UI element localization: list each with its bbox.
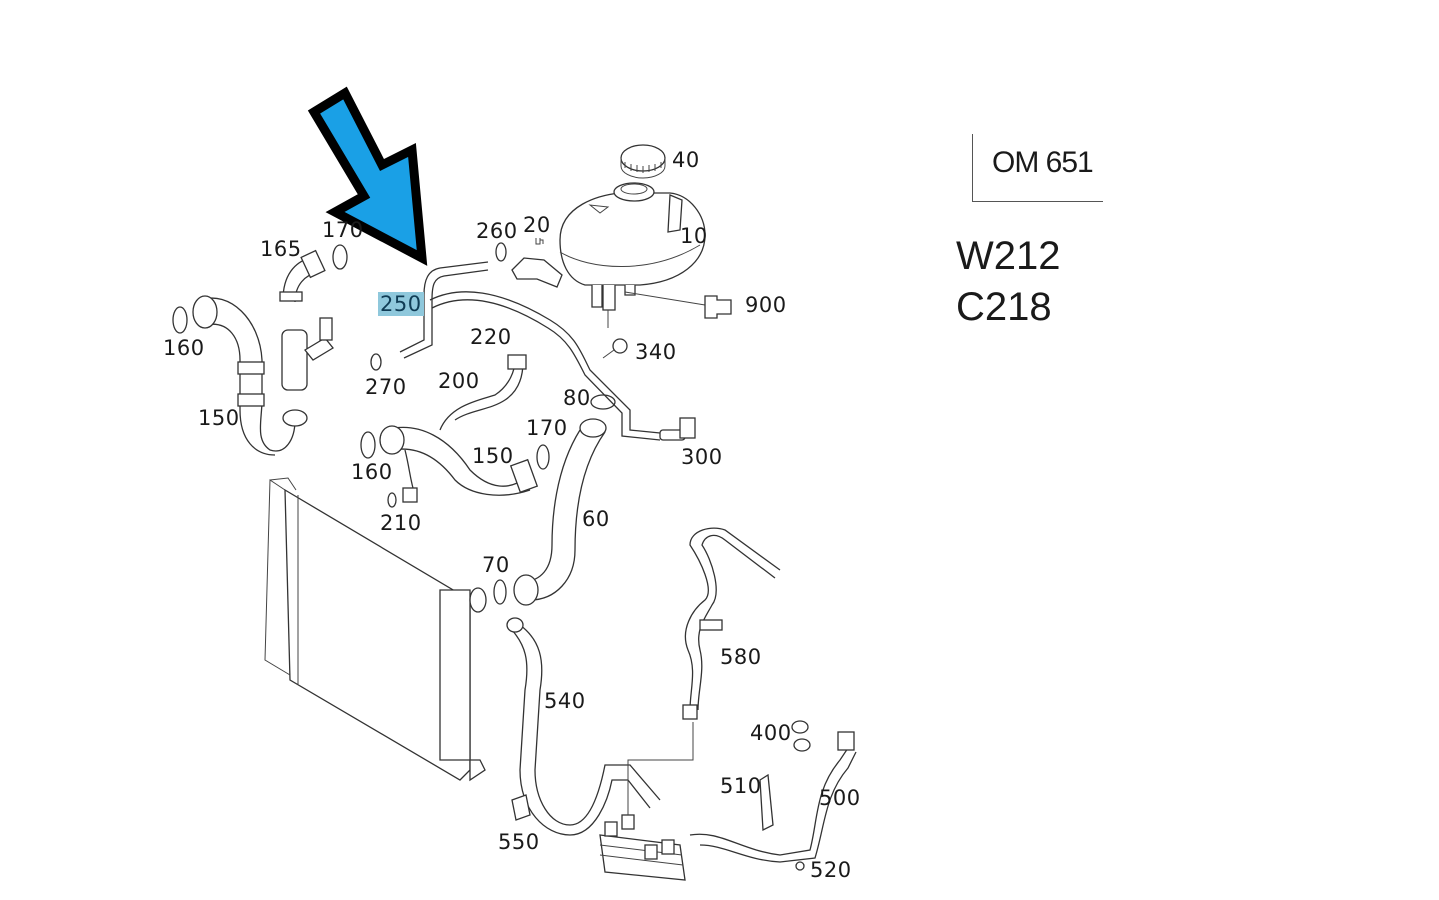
callout-150-left[interactable]: 150 bbox=[198, 406, 240, 430]
callout-40[interactable]: 40 bbox=[672, 148, 700, 172]
part-cap-40 bbox=[620, 144, 666, 179]
pointer-arrow-icon bbox=[307, 86, 428, 266]
callout-170-mid[interactable]: 170 bbox=[526, 416, 568, 440]
callout-580[interactable]: 580 bbox=[720, 645, 762, 669]
callout-70[interactable]: 70 bbox=[482, 553, 510, 577]
callout-340[interactable]: 340 bbox=[635, 340, 677, 364]
callout-10[interactable]: 10 bbox=[680, 224, 708, 248]
part-hose-250 bbox=[399, 261, 696, 441]
callout-60[interactable]: 60 bbox=[582, 507, 610, 531]
callout-80[interactable]: 80 bbox=[563, 386, 591, 410]
callout-540[interactable]: 540 bbox=[544, 689, 586, 713]
part-hose-540 bbox=[506, 617, 661, 836]
callout-270[interactable]: 270 bbox=[365, 375, 407, 399]
part-radiator bbox=[264, 477, 487, 782]
callout-160-mid[interactable]: 160 bbox=[351, 460, 393, 484]
callout-550[interactable]: 550 bbox=[498, 830, 540, 854]
callout-210[interactable]: 210 bbox=[380, 511, 422, 535]
part-hose-500 bbox=[511, 720, 857, 871]
part-bracket-20 bbox=[511, 238, 563, 288]
model-c218: C218 bbox=[956, 285, 1052, 329]
model-w212: W212 bbox=[956, 234, 1061, 278]
callout-510[interactable]: 510 bbox=[720, 774, 762, 798]
callout-260[interactable]: 260 bbox=[476, 219, 518, 243]
seal-rings bbox=[172, 242, 616, 605]
callout-520[interactable]: 520 bbox=[810, 858, 852, 882]
part-hose-200 bbox=[379, 354, 539, 503]
callout-220[interactable]: 220 bbox=[470, 325, 512, 349]
callout-900[interactable]: 900 bbox=[745, 293, 787, 317]
part-sensor-900 bbox=[624, 291, 732, 319]
part-hose-60 bbox=[513, 418, 607, 606]
callout-300[interactable]: 300 bbox=[681, 445, 723, 469]
callout-400[interactable]: 400 bbox=[750, 721, 792, 745]
callout-500[interactable]: 500 bbox=[819, 786, 861, 810]
callout-165[interactable]: 165 bbox=[260, 237, 302, 261]
callout-160-left[interactable]: 160 bbox=[163, 336, 205, 360]
part-hose-165 bbox=[279, 249, 326, 303]
part-hose-150-left bbox=[192, 295, 308, 456]
engine-code: OM 651 bbox=[992, 146, 1094, 179]
part-expansion-tank-10 bbox=[559, 182, 706, 328]
part-hose-580 bbox=[682, 527, 781, 720]
callout-250-highlighted[interactable]: 250 bbox=[378, 292, 424, 316]
callout-200[interactable]: 200 bbox=[438, 369, 480, 393]
part-oil-cooler bbox=[599, 722, 694, 881]
callout-170-top[interactable]: 170 bbox=[322, 218, 364, 242]
part-bolt-340 bbox=[602, 338, 628, 359]
engine-code-box bbox=[972, 134, 1103, 202]
callout-150-mid[interactable]: 150 bbox=[472, 444, 514, 468]
part-t-connector bbox=[281, 317, 334, 391]
callout-20[interactable]: 20 bbox=[523, 213, 551, 237]
